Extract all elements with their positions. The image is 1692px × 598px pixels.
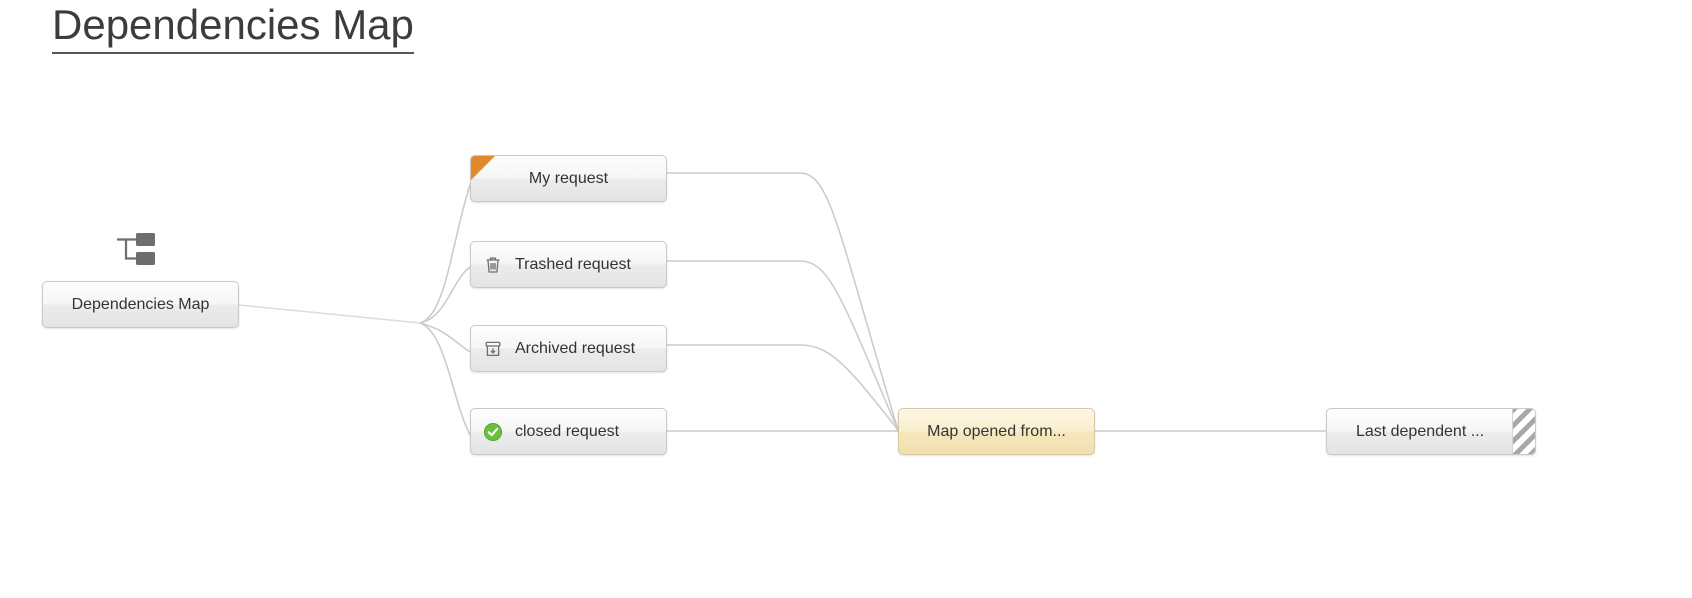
node-label: closed request: [515, 422, 620, 440]
node-last-dependent[interactable]: Last dependent ...: [1326, 408, 1536, 455]
edge-junction-to-archived-request: [419, 322, 471, 353]
node-label: Archived request: [515, 339, 636, 357]
node-my-request[interactable]: My request: [470, 155, 667, 202]
green-check-circle-icon: [483, 422, 503, 442]
page-title: Dependencies Map: [52, 0, 414, 54]
edge-archived-request-to-map: [667, 344, 899, 431]
edge-junction-to-closed-request: [419, 322, 471, 436]
node-label: Dependencies Map: [71, 295, 210, 313]
diagonal-stripes-decoration: [1512, 409, 1535, 454]
node-archived-request[interactable]: Archived request: [470, 325, 667, 372]
edge-root-to-junction: [238, 304, 421, 324]
hierarchy-icon: [117, 233, 155, 265]
trash-icon: [483, 255, 503, 275]
edge-my-request-to-map: [667, 172, 899, 431]
node-label: Map opened from...: [927, 422, 1066, 440]
edge-junction-to-trashed-request: [419, 266, 471, 324]
node-label: Last dependent ...: [1355, 422, 1485, 440]
node-closed-request[interactable]: closed request: [470, 408, 667, 455]
node-dependencies-map-root[interactable]: Dependencies Map: [42, 281, 239, 328]
node-label: My request: [528, 169, 609, 187]
node-label: Trashed request: [515, 255, 631, 273]
node-map-opened-from[interactable]: Map opened from...: [898, 408, 1095, 455]
node-trashed-request[interactable]: Trashed request: [470, 241, 667, 288]
archive-box-icon: [483, 339, 503, 359]
orange-corner-flag-icon: [471, 156, 495, 180]
edge-junction-to-my-request: [419, 184, 471, 324]
edge-trashed-request-to-map: [667, 260, 899, 431]
